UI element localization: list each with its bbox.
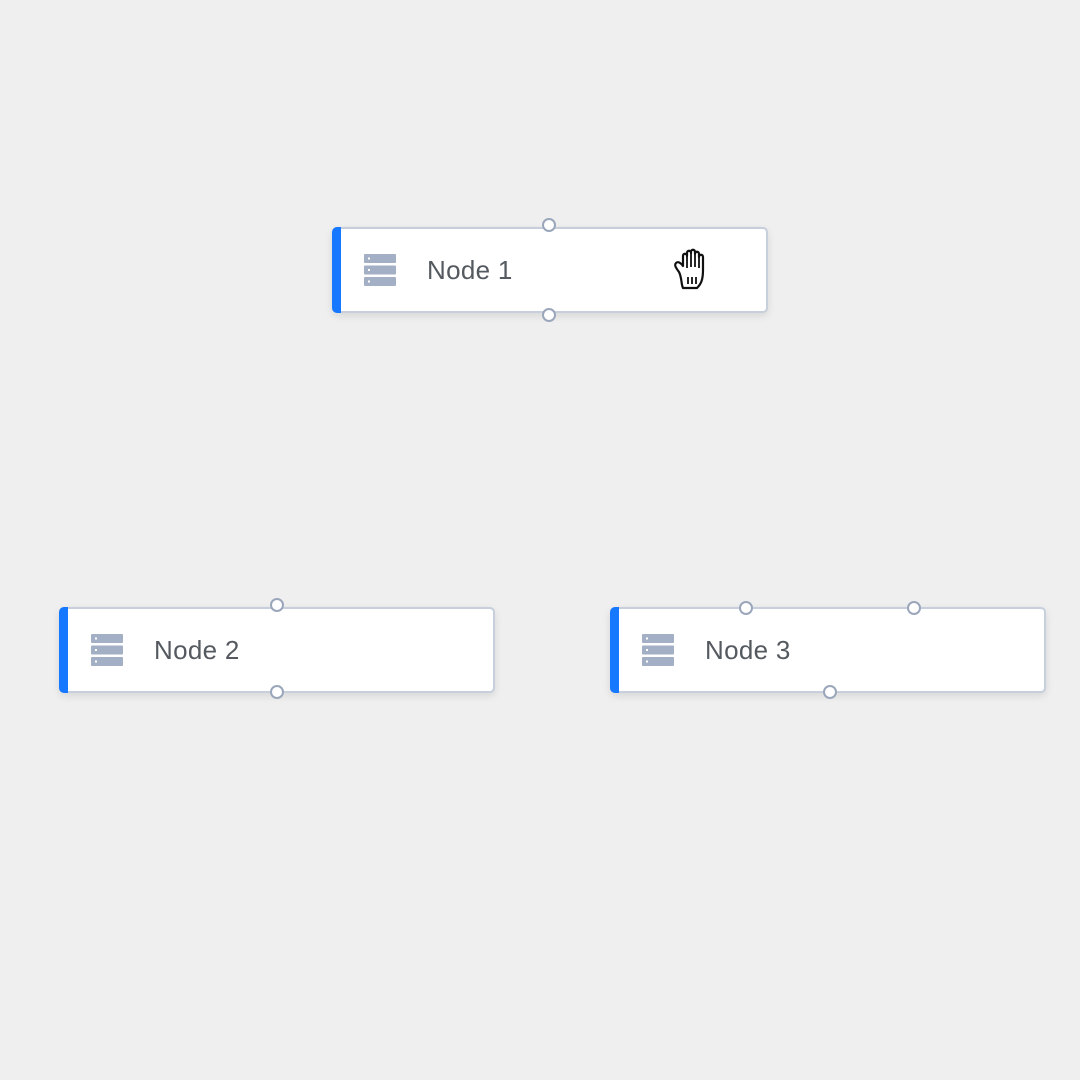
node-accent-bar — [59, 607, 68, 693]
database-icon — [364, 254, 396, 286]
node-label: Node 3 — [705, 635, 791, 665]
node-3-port-top-right[interactable] — [907, 601, 921, 615]
node-1-port-top[interactable] — [542, 218, 556, 232]
database-icon — [91, 634, 123, 666]
node-accent-bar — [610, 607, 619, 693]
node-2-port-top[interactable] — [270, 598, 284, 612]
node-label: Node 2 — [154, 635, 240, 665]
node-3-port-top-left[interactable] — [739, 601, 753, 615]
node-3-port-bottom[interactable] — [823, 685, 837, 699]
grab-hand-cursor-icon — [674, 248, 705, 290]
node-2[interactable]: Node 2 — [59, 607, 495, 693]
node-accent-bar — [332, 227, 341, 313]
node-3[interactable]: Node 3 — [610, 607, 1046, 693]
node-2-port-bottom[interactable] — [270, 685, 284, 699]
node-label: Node 1 — [427, 255, 513, 285]
database-icon — [642, 634, 674, 666]
node-1-port-bottom[interactable] — [542, 308, 556, 322]
